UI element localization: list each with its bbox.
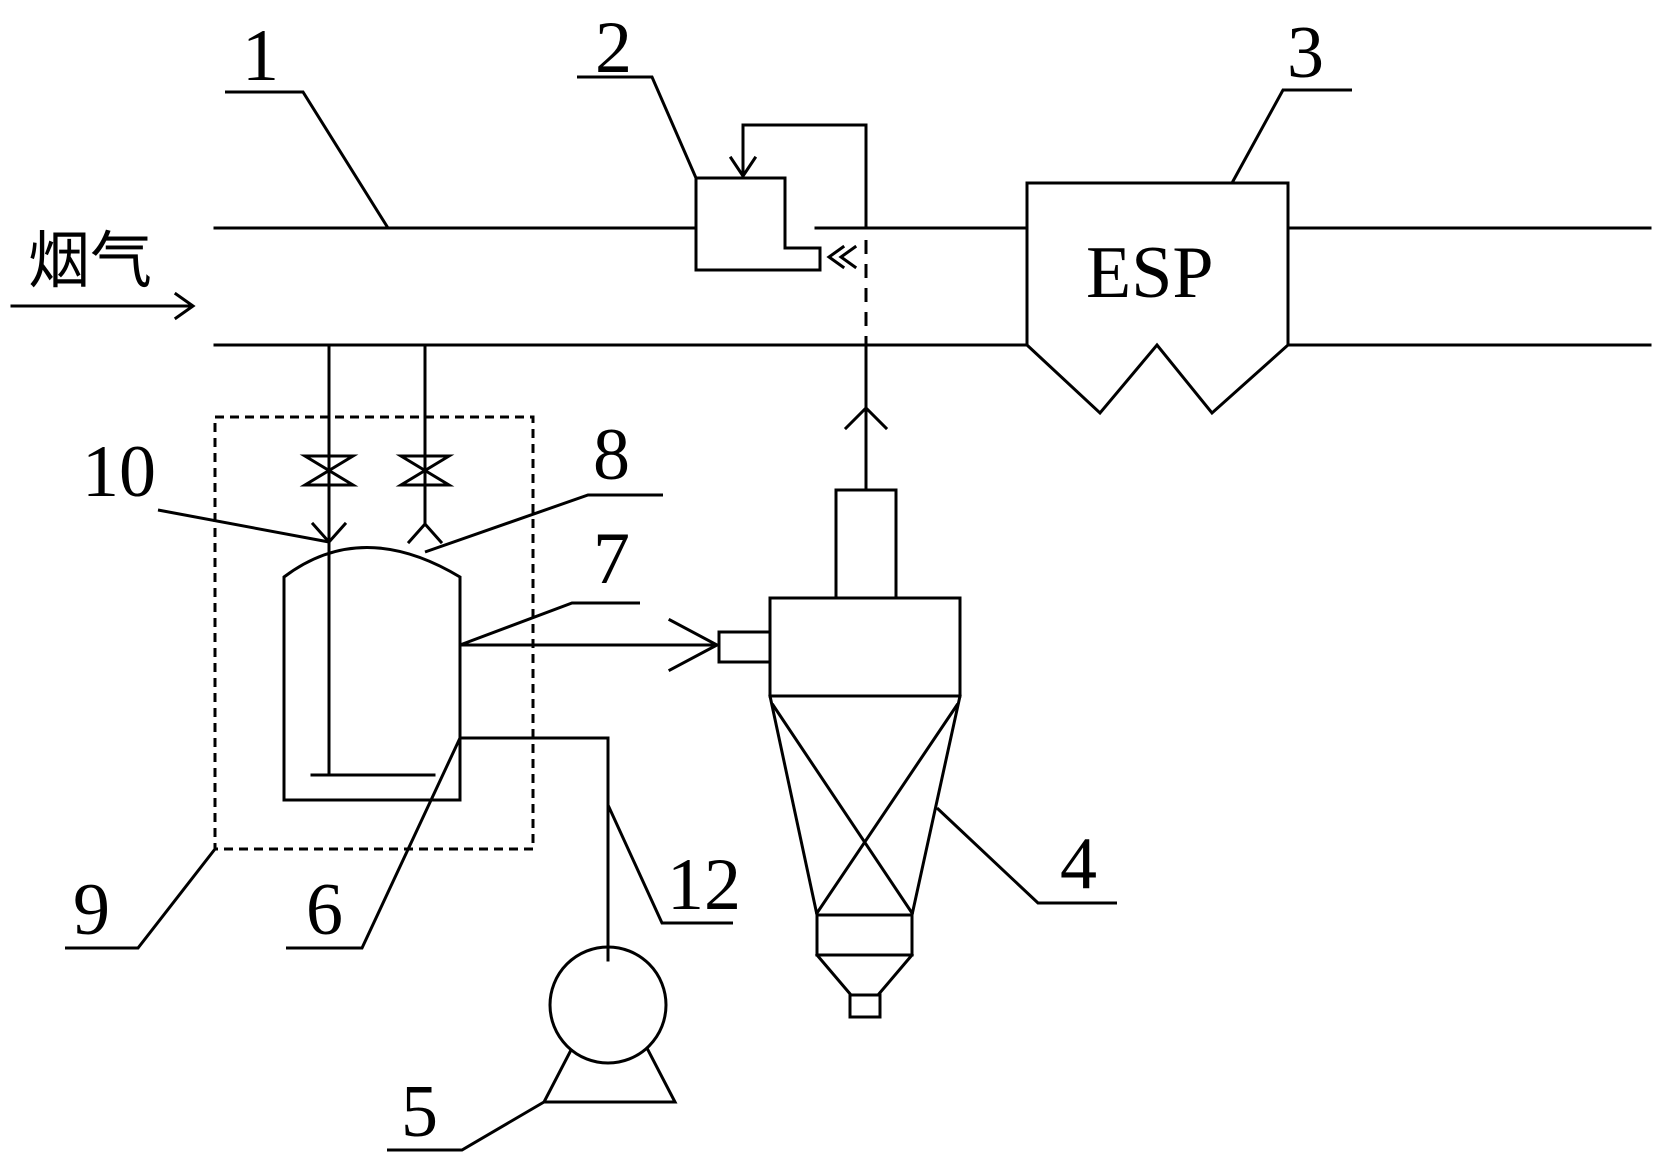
cyclone-outlet-line bbox=[843, 240, 889, 492]
callout-5: 5 bbox=[401, 1071, 438, 1153]
callout-8: 8 bbox=[593, 414, 630, 496]
sampling-lines bbox=[310, 343, 444, 777]
reaction-vessel bbox=[282, 546, 462, 802]
esp-label: ESP bbox=[1086, 232, 1214, 314]
esp-unit bbox=[1024, 181, 1290, 416]
callout-10: 10 bbox=[82, 431, 156, 513]
callout-6: 6 bbox=[306, 869, 343, 951]
valve-right bbox=[395, 454, 455, 487]
flue-gas-inlet-arrow bbox=[10, 291, 196, 321]
injection-nozzle bbox=[694, 123, 868, 272]
callout-7: 7 bbox=[593, 518, 630, 600]
vessel-outlet-pipe bbox=[458, 617, 721, 673]
pump bbox=[541, 945, 678, 1104]
valve-left bbox=[299, 454, 359, 487]
callout-12: 12 bbox=[667, 844, 741, 926]
flue-duct bbox=[213, 226, 1652, 347]
pump-pipe bbox=[458, 736, 610, 962]
callout-leaders bbox=[65, 75, 1352, 1152]
callout-numbers: 1 2 3 4 5 6 7 8 9 10 12 bbox=[73, 7, 1324, 1153]
callout-1: 1 bbox=[242, 15, 279, 97]
heating-enclosure bbox=[213, 415, 535, 851]
cyclone-separator bbox=[717, 488, 962, 1019]
flue-gas-label: 烟气 bbox=[28, 224, 152, 297]
callout-2: 2 bbox=[595, 7, 632, 89]
callout-4: 4 bbox=[1060, 823, 1097, 905]
callout-3: 3 bbox=[1287, 12, 1324, 94]
callout-9: 9 bbox=[73, 869, 110, 951]
